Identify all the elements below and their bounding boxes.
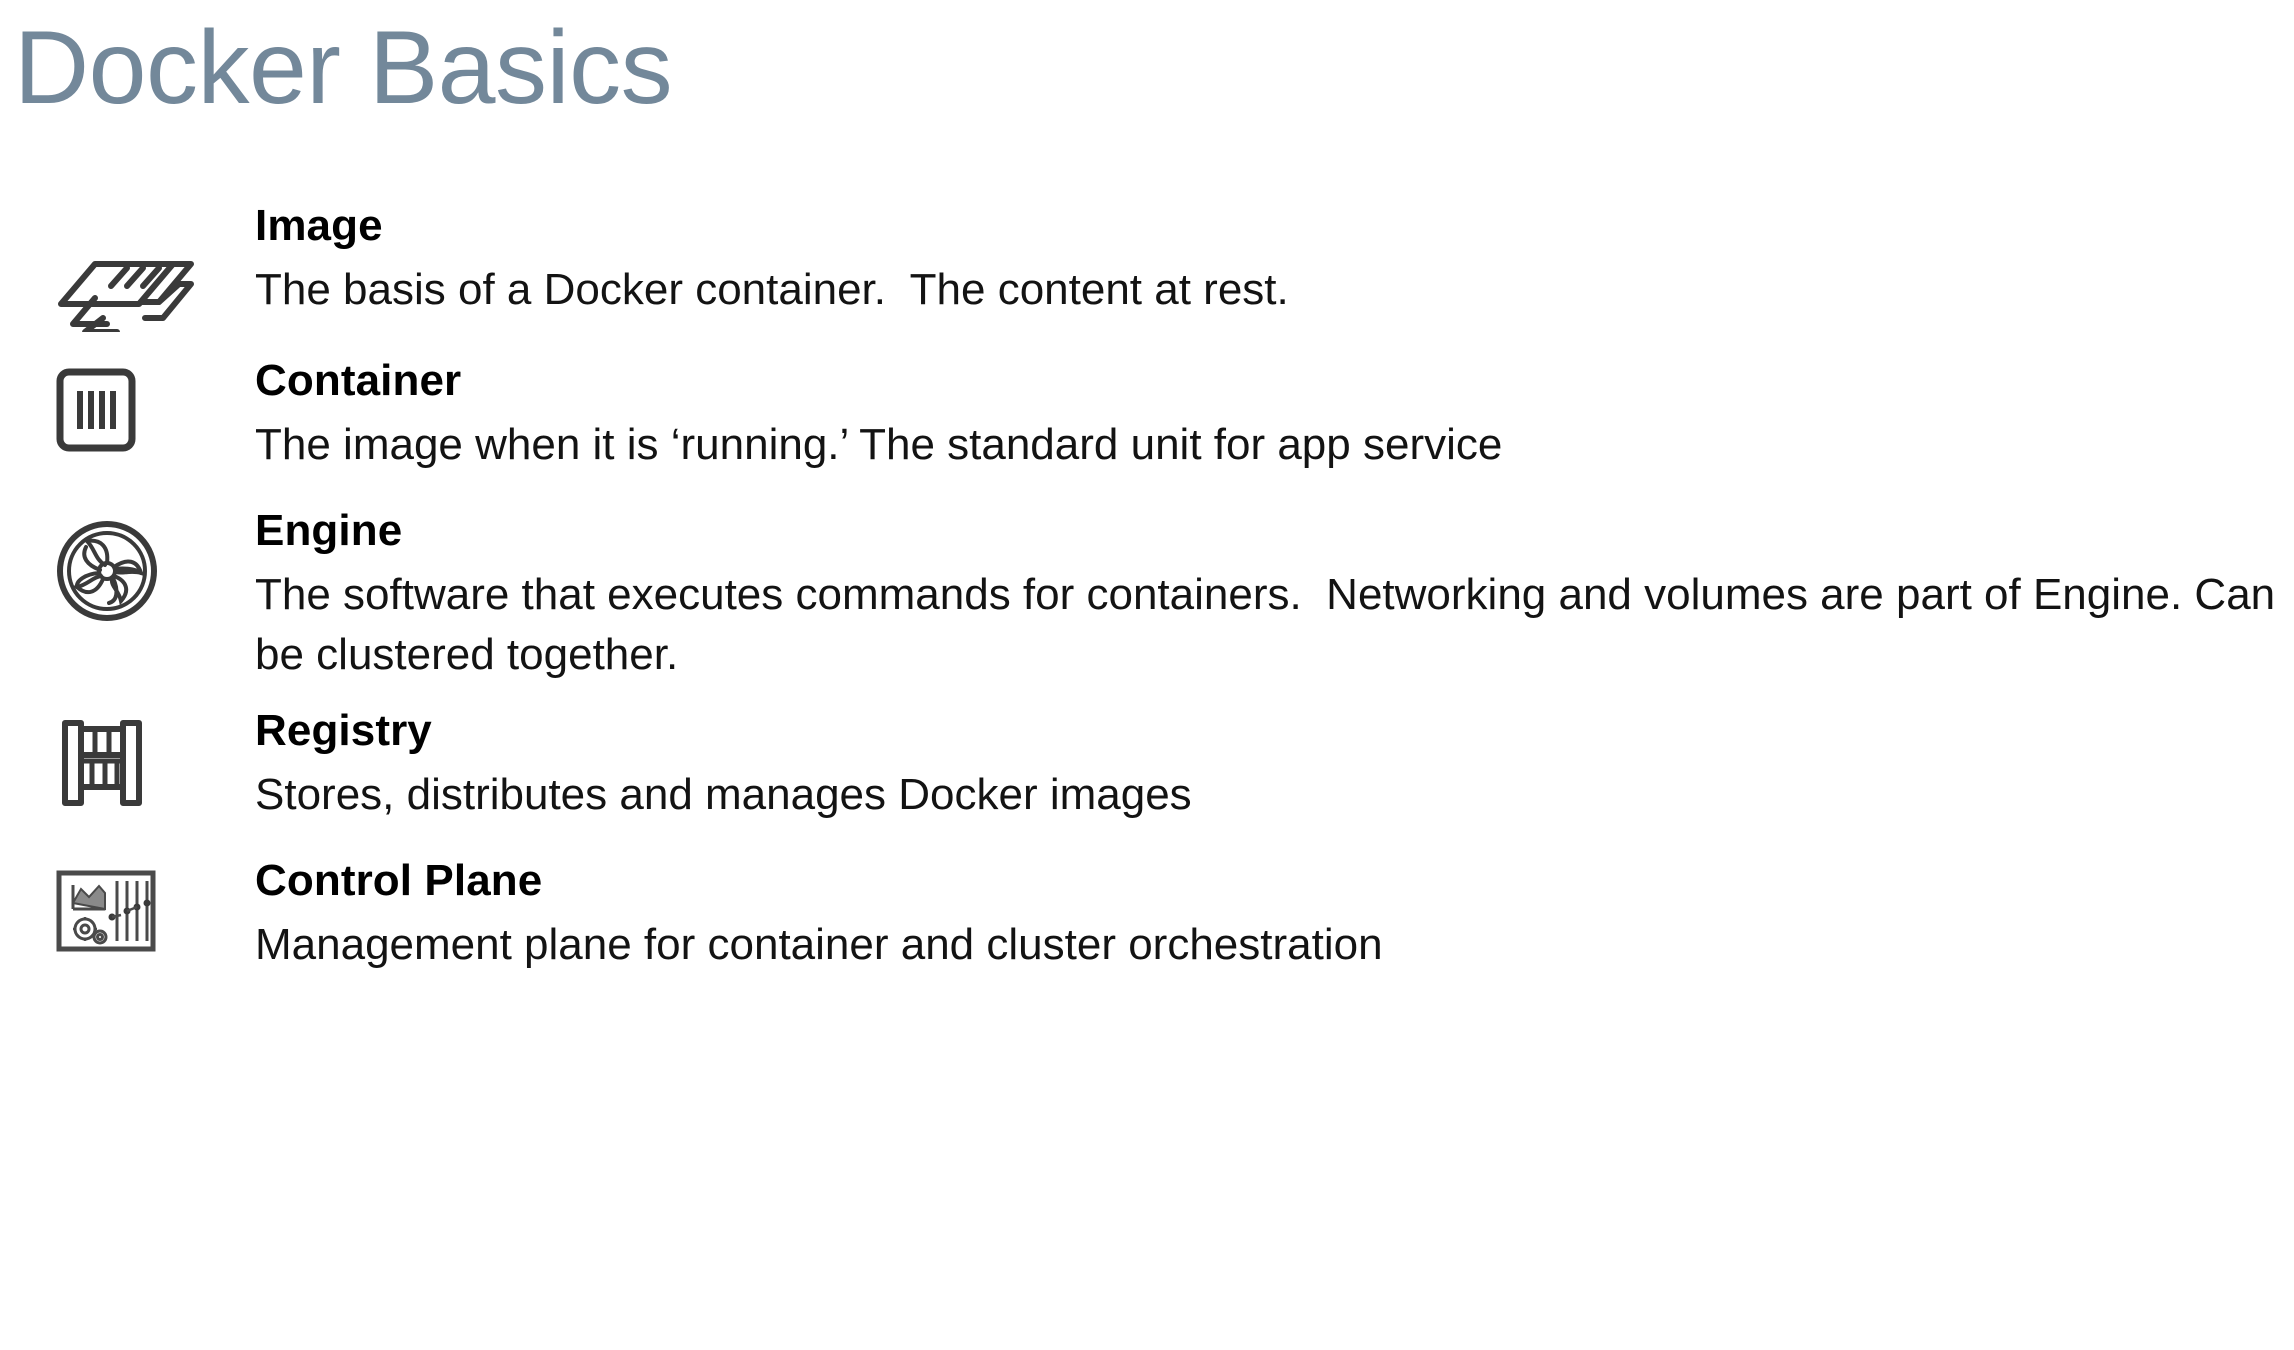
registry-shelf-icon [55, 717, 200, 809]
item-title-control-plane: Control Plane [255, 856, 543, 905]
item-title-engine: Engine [255, 506, 403, 555]
list-item-image: Image The basis of a Docker container. T… [0, 200, 2294, 355]
item-description-image: The basis of a Docker container. The con… [255, 265, 1289, 314]
list-item-container: Container The image when it is ‘running.… [0, 355, 2294, 505]
text-cell: Container The image when it is ‘running.… [255, 355, 2294, 475]
item-title-container: Container [255, 356, 462, 405]
layers-stack-icon [55, 220, 200, 332]
list-item-engine: Engine The software that executes comman… [0, 505, 2294, 705]
icon-cell [0, 200, 255, 332]
control-panel-icon [55, 869, 200, 953]
item-description-control-plane: Management plane for container and clust… [255, 920, 1383, 969]
text-cell: Image The basis of a Docker container. T… [255, 200, 2294, 320]
item-title-image: Image [255, 201, 383, 250]
list-item-control-plane: Control Plane Management plane for conta… [0, 855, 2294, 1005]
item-description-registry: Stores, distributes and manages Docker i… [255, 770, 1192, 819]
icon-cell [0, 355, 255, 453]
icon-cell [0, 505, 255, 623]
concept-list: Image The basis of a Docker container. T… [0, 200, 2294, 1005]
item-title-registry: Registry [255, 706, 432, 755]
icon-cell [0, 705, 255, 809]
icon-cell [0, 855, 255, 953]
item-description-engine: The software that executes commands for … [255, 570, 2288, 679]
page-title: Docker Basics [14, 10, 673, 126]
text-cell: Control Plane Management plane for conta… [255, 855, 2294, 975]
text-cell: Registry Stores, distributes and manages… [255, 705, 2294, 825]
engine-fan-icon [55, 519, 200, 623]
list-item-registry: Registry Stores, distributes and manages… [0, 705, 2294, 855]
item-description-container: The image when it is ‘running.’ The stan… [255, 420, 1503, 469]
text-cell: Engine The software that executes comman… [255, 505, 2294, 685]
container-box-icon [55, 367, 200, 453]
